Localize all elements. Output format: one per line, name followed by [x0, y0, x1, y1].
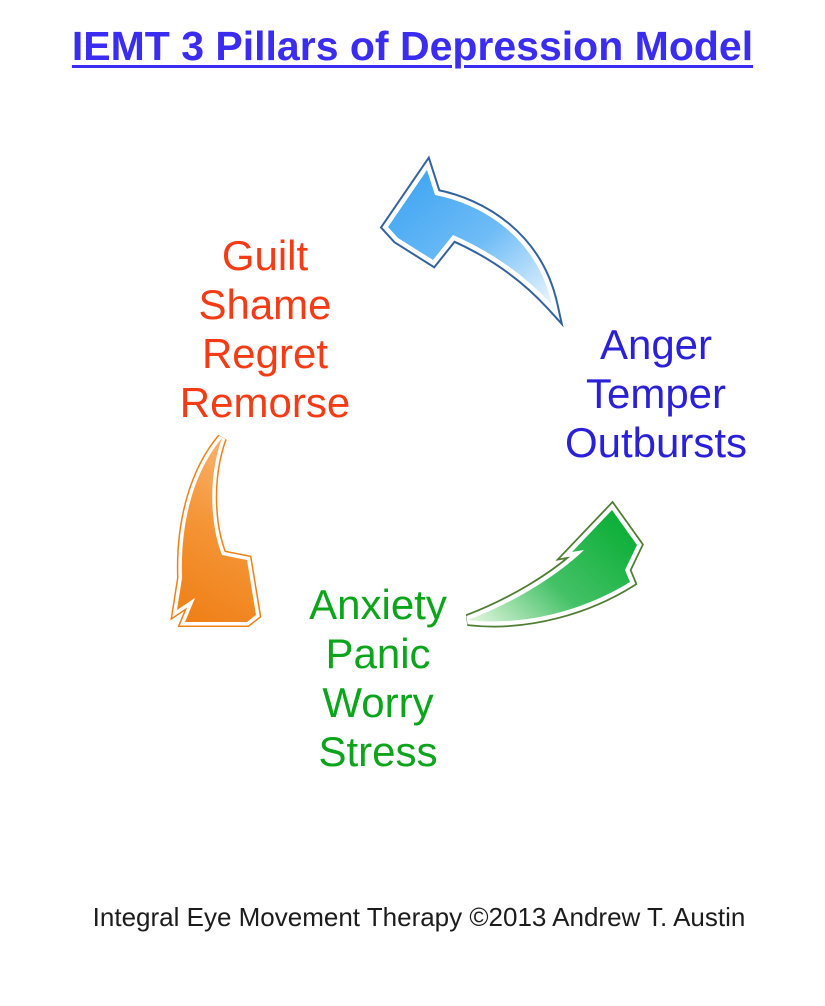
page-title: IEMT 3 Pillars of Depression Model [71, 23, 754, 69]
pillar-word: Outbursts [564, 419, 748, 466]
pillar-word: Regret [201, 330, 329, 377]
pillar-anger-temper-outbursts: Anger Temper Outbursts [506, 320, 806, 467]
pillar-word: Stress [318, 728, 438, 775]
copyright-caption: Integral Eye Movement Therapy ©2013 Andr… [92, 902, 746, 932]
pillar-word: Remorse [179, 379, 351, 426]
pillar-anxiety-panic-worry-stress: Anxiety Panic Worry Stress [228, 580, 528, 776]
pillar-word: Anger [599, 321, 713, 368]
pillar-word: Shame [198, 281, 332, 328]
pillar-word: Temper [585, 370, 727, 417]
cycle-arrow-anxiety-to-anger [465, 500, 644, 628]
blue-arrow-body [388, 170, 552, 305]
cycle-arrow-guilt-to-anxiety [170, 434, 262, 627]
pillar-word: Worry [322, 679, 434, 726]
orange-arrow-body [177, 438, 256, 622]
pillar-word: Anxiety [309, 581, 447, 628]
pillar-word: Panic [325, 630, 431, 677]
green-arrow-body [468, 510, 637, 622]
pillar-word: Guilt [221, 232, 309, 279]
pillar-guilt-shame-regret-remorse: Guilt Shame Regret Remorse [115, 231, 415, 427]
cycle-arrow-anger-to-guilt [379, 155, 564, 328]
